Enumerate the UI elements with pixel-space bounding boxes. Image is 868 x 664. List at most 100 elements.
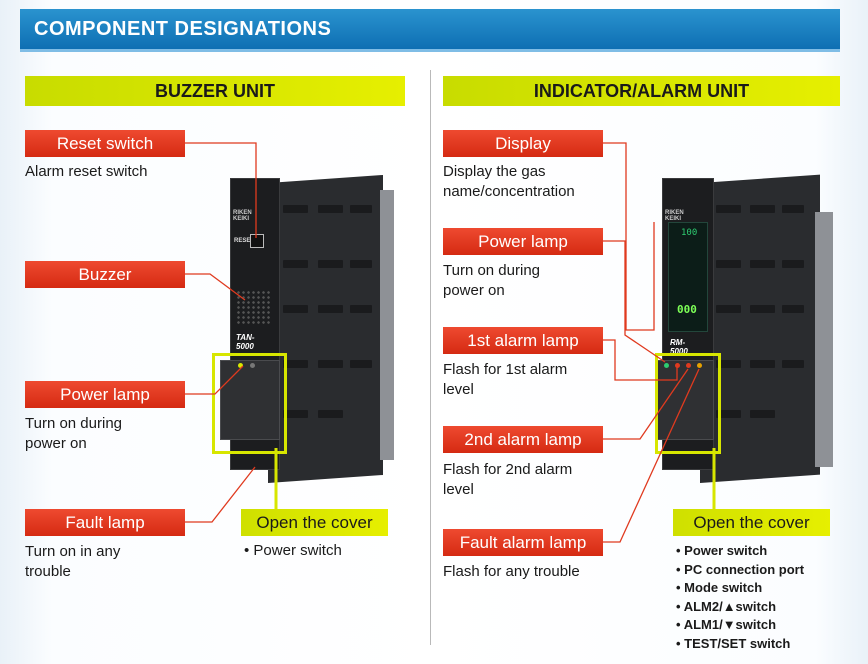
vent-fin <box>716 410 741 418</box>
power-lamp-led <box>238 363 243 368</box>
list-item: Power switch <box>244 542 341 561</box>
alarm2-lamp-led <box>686 363 691 368</box>
vent-fin <box>283 205 308 213</box>
vent-fin <box>350 360 372 368</box>
vent-fin <box>716 305 741 313</box>
leader-line-power-lamp <box>185 365 244 395</box>
display-desc: Display the gas name/concentration <box>443 162 575 202</box>
reset-switch-desc: Alarm reset switch <box>25 163 148 180</box>
desc-line: level <box>443 381 474 398</box>
power-lamp-led <box>664 363 669 368</box>
indicator-unit-title: INDICATOR/ALARM UNIT <box>443 76 840 106</box>
model-name: RM-5000 <box>670 338 688 356</box>
vent-fin <box>750 305 775 313</box>
leader-line-alarm1 <box>603 339 678 381</box>
brand-logo: RIKEN KEIKI <box>665 210 684 222</box>
vent-fin <box>750 205 775 213</box>
vent-fin <box>716 360 741 368</box>
indicator-power-lamp-desc: Turn on during power on <box>443 261 540 301</box>
leader-line-alarm2 <box>603 368 689 440</box>
list-item: Mode switch <box>676 579 804 598</box>
vent-fin <box>318 205 343 213</box>
brand-logo: RIKEN KEIKI <box>233 210 252 222</box>
device-side-plate <box>815 212 833 467</box>
display-bottom-reading: 000 <box>677 303 697 316</box>
vent-fin <box>318 410 343 418</box>
fault-alarm-lamp-desc: Flash for any trouble <box>443 563 580 580</box>
page-title: COMPONENT DESIGNATIONS <box>34 18 332 40</box>
alarm1-lamp-desc: Flash for 1st alarm level <box>443 360 567 400</box>
buzzer-grille <box>236 290 272 324</box>
desc-line: Turn on during <box>25 415 123 432</box>
indicator-open-cover-label: Open the cover <box>673 509 830 536</box>
desc-line: Turn on during <box>443 262 541 279</box>
list-item: ALM1/▼switch <box>676 616 804 635</box>
reset-switch-label: Reset switch <box>25 130 185 157</box>
model-name: TAN-5000 <box>236 333 255 351</box>
fault-alarm-lamp-led <box>697 363 702 368</box>
fault-alarm-lamp-label: Fault alarm lamp <box>443 529 603 556</box>
vent-fin <box>350 260 372 268</box>
desc-line: level <box>443 481 474 498</box>
buzzer-open-cover-label: Open the cover <box>241 509 388 536</box>
desc-line: Flash for 2nd alarm <box>443 461 573 478</box>
desc-line: power on <box>25 435 87 452</box>
desc-line: trouble <box>25 563 71 580</box>
cover-highlight-box <box>212 353 287 454</box>
list-item: TEST/SET switch <box>676 635 804 654</box>
vent-fin <box>750 360 775 368</box>
list-item: Power switch <box>676 542 804 561</box>
cover-highlight-box <box>655 353 721 454</box>
vent-fin <box>782 260 804 268</box>
buzzer-power-lamp-label: Power lamp <box>25 381 185 408</box>
header-bar: COMPONENT DESIGNATIONS <box>20 9 840 52</box>
desc-line: Display the gas <box>443 163 546 180</box>
list-item: ALM2/▲switch <box>676 598 804 617</box>
vent-fin <box>318 360 343 368</box>
leader-line-display <box>603 142 655 331</box>
alarm2-lamp-label: 2nd alarm lamp <box>443 426 603 453</box>
indicator-power-lamp-label: Power lamp <box>443 228 603 255</box>
leader-line-reset <box>185 142 257 238</box>
vent-fin <box>750 410 775 418</box>
buzzer-unit-title: BUZZER UNIT <box>25 76 405 106</box>
alarm1-lamp-led <box>675 363 680 368</box>
leader-line-power-lamp <box>603 240 666 363</box>
front-cover[interactable] <box>220 360 280 440</box>
leader-line-fault-lamp <box>185 466 256 523</box>
vent-fin <box>350 305 372 313</box>
reset-button-text: RESET <box>234 238 255 244</box>
vent-fin <box>350 205 372 213</box>
desc-line: Turn on in any <box>25 543 121 560</box>
gas-display-screen: 100 000 <box>668 222 708 332</box>
section-divider <box>430 70 431 645</box>
vent-fin <box>283 360 308 368</box>
vent-fin <box>750 260 775 268</box>
buzzer-power-lamp-desc: Turn on during power on <box>25 414 122 454</box>
leader-line-buzzer <box>185 273 246 301</box>
device-side-plate <box>380 190 394 460</box>
desc-line: power on <box>443 282 505 299</box>
fault-lamp-label: Fault lamp <box>25 509 185 536</box>
vent-fin <box>716 205 741 213</box>
vent-fin <box>283 305 308 313</box>
fault-lamp-desc: Turn on in any trouble <box>25 542 120 582</box>
vent-fin <box>283 410 308 418</box>
vent-fin <box>782 360 804 368</box>
alarm1-lamp-label: 1st alarm lamp <box>443 327 603 354</box>
leader-line-fault-alarm <box>603 368 700 543</box>
reset-switch[interactable] <box>250 234 264 248</box>
vent-fin <box>782 305 804 313</box>
fault-lamp-led <box>250 363 255 368</box>
alarm2-lamp-desc: Flash for 2nd alarm level <box>443 460 572 500</box>
vent-fin <box>318 260 343 268</box>
display-top-reading: 100 <box>681 228 698 238</box>
buzzer-open-cover-list: Power switch <box>244 542 341 561</box>
desc-line: Flash for 1st alarm <box>443 361 568 378</box>
list-item: PC connection port <box>676 561 804 580</box>
vent-fin <box>283 260 308 268</box>
indicator-open-cover-list: Power switch PC connection port Mode swi… <box>676 542 804 653</box>
vent-fin <box>318 305 343 313</box>
